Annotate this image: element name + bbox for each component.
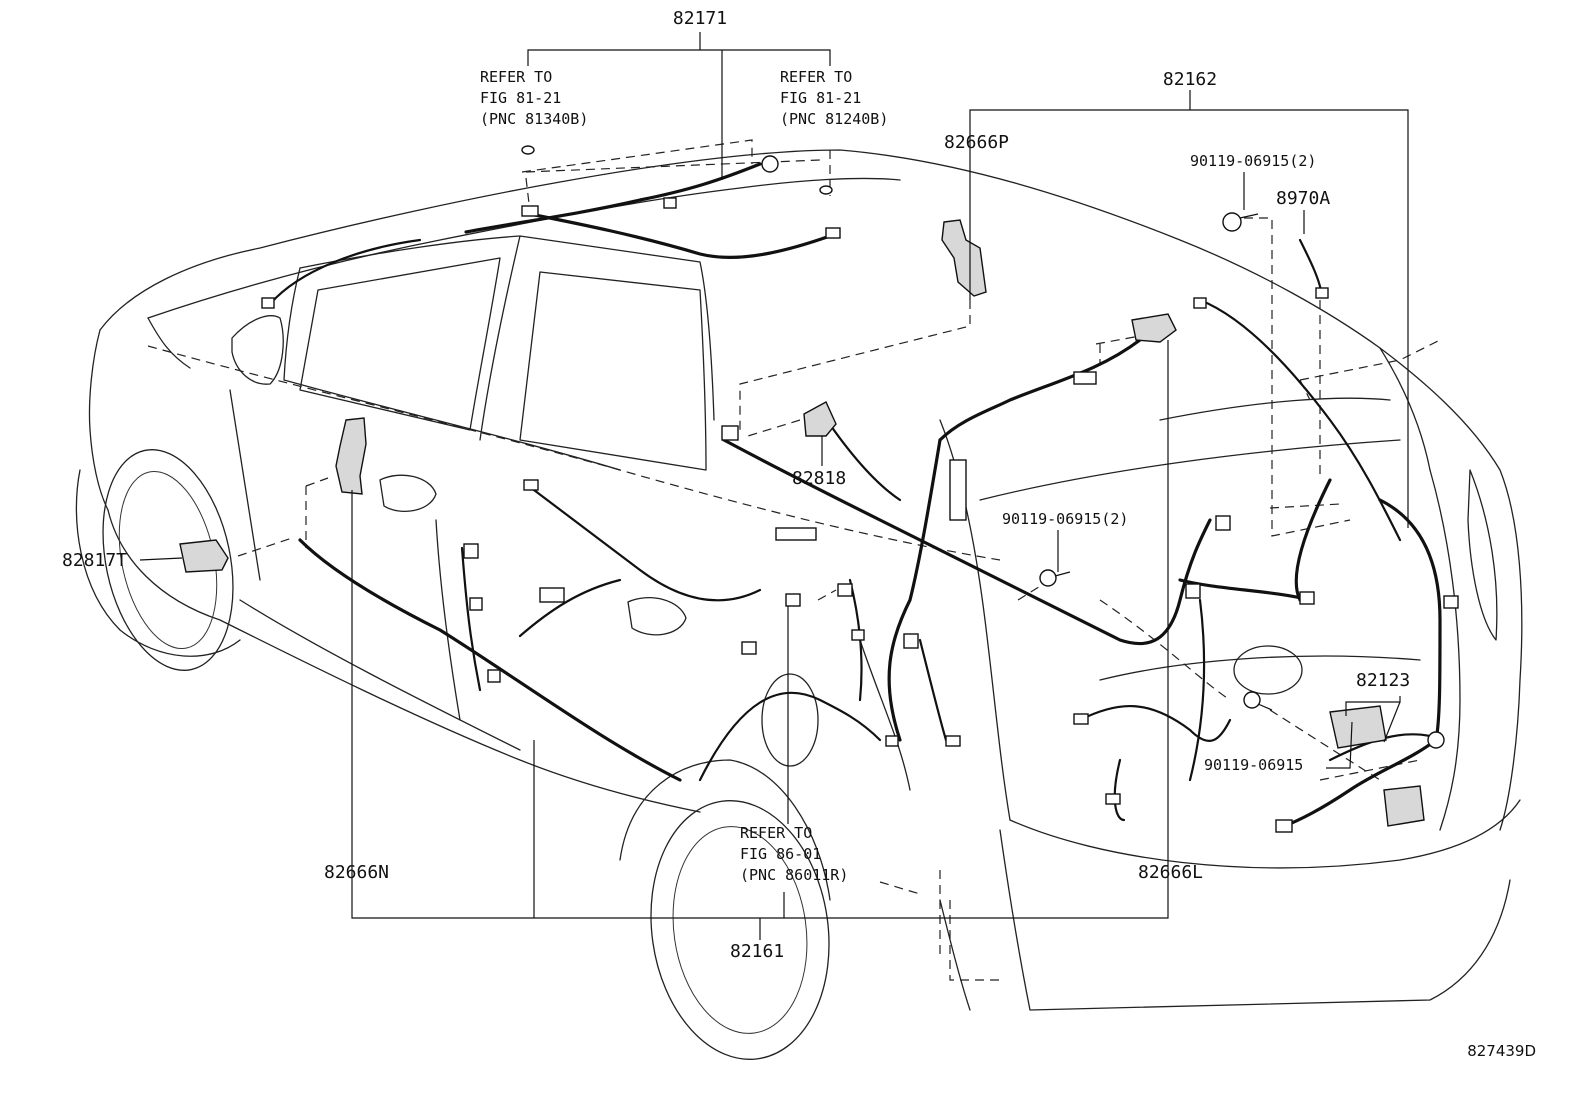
label-82171: 82171 <box>673 8 727 29</box>
connector-86011R <box>785 593 801 607</box>
leader-lines <box>139 32 1409 940</box>
label-82818: 82818 <box>792 468 846 489</box>
svg-text:REFER TO: REFER TO <box>480 68 552 86</box>
svg-text:(PNC 81340B): (PNC 81340B) <box>480 110 588 128</box>
part-82817T-bracket <box>179 539 229 573</box>
refer-note-bottom: REFER TO FIG 86-01 (PNC 86011R) <box>740 824 848 884</box>
bolt-90119-06915-mid <box>1039 569 1071 587</box>
harness-parts <box>179 145 1425 827</box>
part-82666N-bracket <box>335 417 367 495</box>
label-82666N: 82666N <box>324 862 389 883</box>
svg-text:(PNC 81240B): (PNC 81240B) <box>780 110 888 128</box>
label-82666L: 82666L <box>1138 862 1203 883</box>
svg-text:FIG 81-21: FIG 81-21 <box>480 89 561 107</box>
vehicle-body-outline <box>75 149 1523 1060</box>
svg-text:(PNC 86011R): (PNC 86011R) <box>740 866 848 884</box>
bolt-90119-06915-bottom <box>1243 691 1273 711</box>
label-8970A: 8970A <box>1276 188 1330 209</box>
label-90119-top: 90119-06915(2) <box>1190 152 1316 170</box>
refer-note-right: REFER TO FIG 81-21 (PNC 81240B) <box>780 68 888 128</box>
label-82817T: 82817T <box>62 550 127 571</box>
part-82666P-bracket <box>941 219 987 297</box>
part-82123-junction-block <box>1329 705 1387 749</box>
bolt-90119-06915-top <box>1222 212 1259 232</box>
label-90119-bottom: 90119-06915 <box>1204 756 1303 774</box>
part-82123-block-lower <box>1383 785 1425 827</box>
label-82162: 82162 <box>1163 69 1217 90</box>
svg-text:FIG 86-01: FIG 86-01 <box>740 845 821 863</box>
svg-text:REFER TO: REFER TO <box>740 824 812 842</box>
refer-note-left: REFER TO FIG 81-21 (PNC 81340B) <box>480 68 588 128</box>
label-82123: 82123 <box>1356 670 1410 691</box>
dashed-assembly-lines <box>147 139 1441 981</box>
callout-labels: 82171 82162 82666P 90119-06915(2) 8970A … <box>62 8 1536 1060</box>
label-82666P: 82666P <box>944 132 1009 153</box>
svg-text:FIG 81-21: FIG 81-21 <box>780 89 861 107</box>
part-82666L-bracket <box>1131 313 1177 343</box>
figure-code: 827439D <box>1467 1042 1536 1060</box>
label-90119-mid: 90119-06915(2) <box>1002 510 1128 528</box>
svg-text:REFER TO: REFER TO <box>780 68 852 86</box>
part-82818-bracket <box>803 401 837 437</box>
label-82161: 82161 <box>730 941 784 962</box>
wire-harness-floor <box>298 238 1459 833</box>
